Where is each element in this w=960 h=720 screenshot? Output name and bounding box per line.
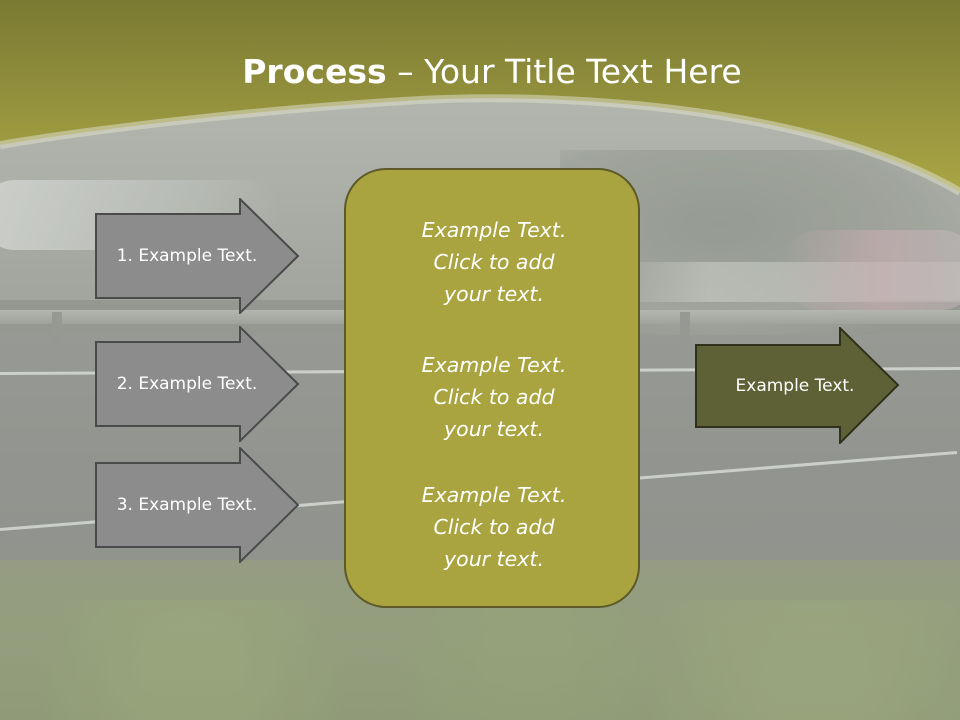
center-text-block-3: Example Text. Click to add your text.: [346, 479, 642, 575]
title-bold: Process: [242, 52, 387, 91]
block-3-line-1: Example Text.: [421, 483, 567, 507]
step-label-3: 3. Example Text.: [116, 495, 258, 515]
block-2-line-1: Example Text.: [421, 353, 567, 377]
block-1-line-3: your text.: [444, 282, 544, 306]
step-label-2: 2. Example Text.: [116, 374, 258, 394]
center-text-block-1: Example Text. Click to add your text.: [346, 214, 642, 310]
center-text-block-2: Example Text. Click to add your text.: [346, 349, 642, 445]
step-arrow-3[interactable]: 3. Example Text.: [95, 447, 300, 563]
block-3-line-2: Click to add: [433, 515, 555, 539]
result-arrow[interactable]: Example Text.: [695, 327, 900, 444]
step-arrow-2[interactable]: 2. Example Text.: [95, 326, 300, 442]
header-band: Process – Your Title Text Here: [0, 0, 960, 200]
center-process-box[interactable]: Example Text. Click to add your text. Ex…: [344, 168, 640, 608]
title-rest: – Your Title Text Here: [386, 52, 742, 91]
block-2-line-2: Click to add: [433, 385, 555, 409]
result-label: Example Text.: [735, 375, 855, 396]
block-3-line-3: your text.: [444, 547, 544, 571]
block-1-line-2: Click to add: [433, 250, 555, 274]
slide-title: Process – Your Title Text Here: [0, 52, 960, 91]
block-1-line-1: Example Text.: [421, 218, 567, 242]
step-arrow-1[interactable]: 1. Example Text.: [95, 198, 300, 314]
block-2-line-3: your text.: [444, 417, 544, 441]
step-label-1: 1. Example Text.: [116, 246, 258, 266]
